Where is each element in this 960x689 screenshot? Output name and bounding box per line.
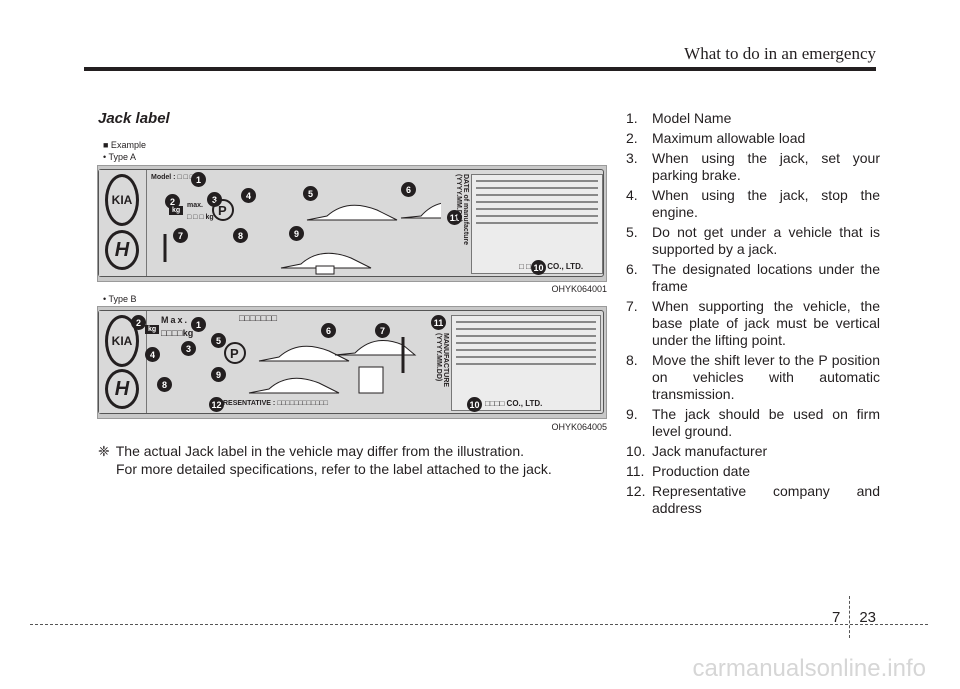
badge-4: 4 — [241, 188, 256, 203]
kg-text-b: □□□□kg — [161, 328, 194, 338]
svg-text:P: P — [230, 346, 239, 361]
figure-code-b: OHYK064005 — [551, 422, 607, 432]
max-text-b: Max. — [161, 315, 190, 325]
label-b-inner: KIA H 2 kg Max. □□□□kg 1 □□□□□□□ 3 4 5 6… — [98, 310, 604, 414]
note: ❈ The actual Jack label in the vehicle ma… — [98, 441, 618, 461]
co-text-b: □□□□ CO., LTD. — [485, 399, 543, 408]
badge-11: 11 — [447, 210, 462, 225]
cert-panel-a — [471, 174, 603, 274]
badge-b-6: 6 — [321, 323, 336, 338]
list-item: 12.Representative company and address — [626, 483, 880, 516]
rep-text-b: RESENTATIVE : □□□□□□□□□□□□ — [223, 400, 328, 407]
badge-7: 7 — [173, 228, 188, 243]
title-boxes-b: □□□□□□□ — [239, 313, 278, 323]
jack-label-figure: ■ Example • Type A KIA H Model : □ □ □ 1… — [97, 138, 607, 436]
badge-b-9: 9 — [211, 367, 226, 382]
kg-badge: kg — [169, 206, 184, 215]
model-text: Model : □ □ □ — [151, 174, 195, 181]
max-text: max. — [187, 202, 203, 209]
example-label: ■ Example — [103, 140, 146, 150]
cert-panel-b — [451, 315, 601, 411]
hyundai-logo: H — [105, 230, 139, 270]
list-item: 6.The designated locations under the fra… — [626, 261, 880, 294]
note-line-1: The actual Jack label in the vehicle may… — [115, 443, 525, 459]
badge-b-1: 1 — [191, 317, 206, 332]
badge-b-4: 4 — [145, 347, 160, 362]
section-title: Jack label — [98, 110, 170, 127]
badge-b-12: 12 — [209, 397, 224, 412]
list-item: 9.The jack should be used on firm level … — [626, 406, 880, 439]
list-item: 5.Do not get under a vehicle that is sup… — [626, 224, 880, 257]
header-rule — [84, 67, 876, 71]
page-number-value: 23 — [859, 608, 876, 626]
kg-badge-b: kg — [145, 325, 160, 334]
kg-text: □ □ □ kg — [187, 214, 214, 221]
page-number: 7 23 — [832, 596, 876, 638]
badge-b-7: 7 — [375, 323, 390, 338]
figure-code-a: OHYK064001 — [551, 284, 607, 294]
list-item: 11.Production date — [626, 463, 751, 479]
note-symbol: ❈ — [98, 443, 110, 459]
badge-b-5: 5 — [211, 333, 226, 348]
watermark: carmanualsonline.info — [692, 655, 926, 682]
list-item: 3.When using the jack, set your parking … — [626, 150, 880, 183]
label-b-illustration: P — [224, 337, 417, 394]
co-text-a: □ □ □ □ CO., LTD. — [519, 262, 584, 271]
badge-b-2: 2 — [131, 315, 146, 330]
label-a-illustration: P — [163, 199, 441, 275]
badge-6: 6 — [401, 182, 416, 197]
list-item: 1.Model Name — [626, 110, 732, 126]
label-b: KIA H 2 kg Max. □□□□kg 1 □□□□□□□ 3 4 5 6… — [97, 306, 607, 419]
list-item: 10.Jack manufacturer — [626, 443, 768, 459]
badge-b-10: 10 — [467, 397, 482, 412]
svg-text:P: P — [218, 203, 227, 218]
note-line-2: For more detailed specifications, refer … — [116, 461, 552, 477]
badge-b-8: 8 — [157, 377, 172, 392]
badge-2: 2 — [165, 194, 180, 209]
badge-10: 10 — [531, 260, 546, 275]
footer-rule — [30, 624, 928, 625]
badge-3: 3 — [207, 192, 222, 207]
page-divider — [849, 596, 851, 638]
chapter-number: 7 — [831, 608, 841, 626]
list-item: 8.Move the shift lever to the P position… — [626, 352, 880, 402]
date-text-a: DATE of manufacture (YYYY.MM.DD) — [455, 174, 469, 246]
brand-column-a: KIA H — [99, 170, 147, 276]
header-title: What to do in an emergency — [684, 44, 876, 63]
badge-b-11: 11 — [431, 315, 446, 330]
brand-column-b: KIA H — [99, 311, 147, 413]
kia-logo-b: KIA — [105, 315, 139, 367]
badge-b-3: 3 — [181, 341, 196, 356]
hyundai-logo-b: H — [105, 369, 139, 409]
type-a-label: • Type A — [103, 152, 137, 162]
list-item: 2.Maximum allowable load — [626, 130, 806, 146]
badge-1: 1 — [191, 172, 206, 187]
badge-5: 5 — [303, 186, 318, 201]
kia-logo: KIA — [105, 174, 139, 226]
badge-9: 9 — [289, 226, 304, 241]
type-b-label: • Type B — [103, 294, 137, 304]
badge-8: 8 — [233, 228, 248, 243]
list-item: 7.When supporting the vehicle, the base … — [626, 298, 880, 348]
list-item: 4.When using the jack, stop the engine. — [626, 187, 880, 220]
label-a: KIA H Model : □ □ □ 1 2 kg max. □ □ □ kg… — [97, 165, 607, 282]
numbered-list: 1.Model Name 2.Maximum allowable load 3.… — [626, 110, 880, 520]
label-a-inner: KIA H Model : □ □ □ 1 2 kg max. □ □ □ kg… — [98, 169, 604, 277]
